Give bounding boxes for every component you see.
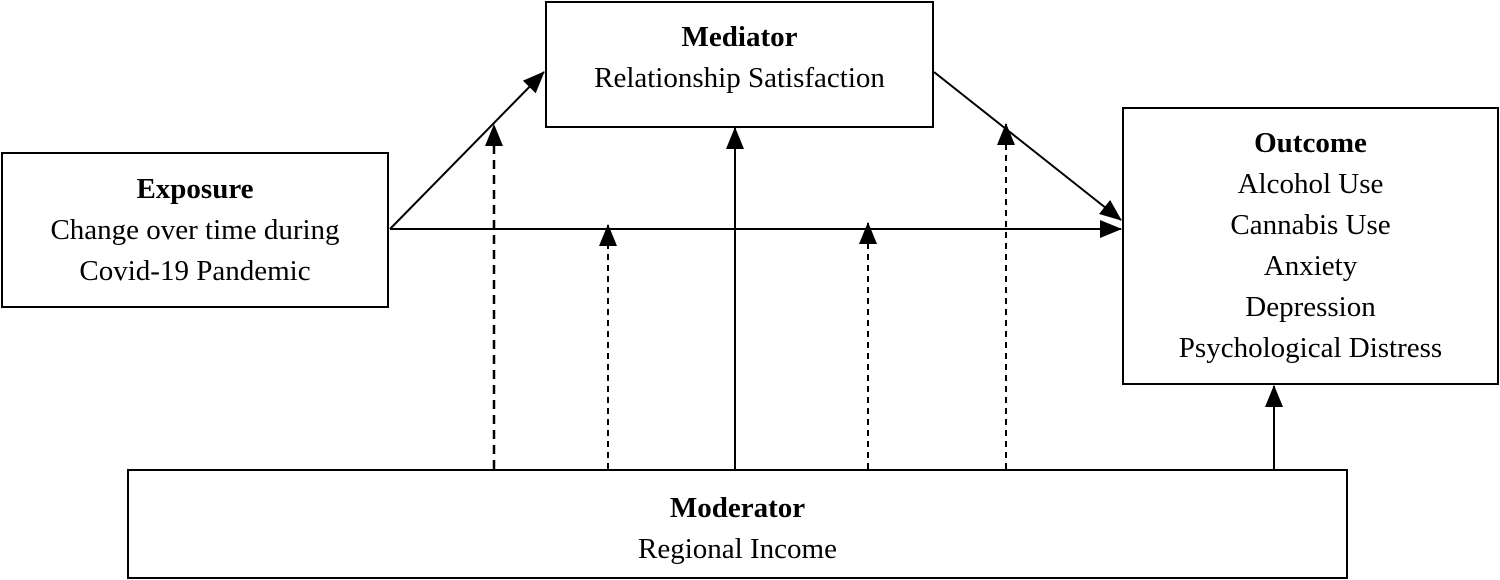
moderator-box: Moderator Regional Income (127, 469, 1348, 579)
moderator-title: Moderator (669, 492, 806, 524)
outcome-line: Depression (1245, 291, 1376, 323)
outcome-box: Outcome Alcohol Use Cannabis Use Anxiety… (1122, 107, 1499, 385)
outcome-title: Outcome (1254, 127, 1367, 159)
exposure-box: Exposure Change over time during Covid-1… (1, 152, 389, 308)
mediator-line: Relationship Satisfaction (594, 62, 885, 94)
exposure-to-mediator-arrow (389, 71, 545, 230)
exposure-title: Exposure (136, 173, 254, 205)
exposure-line: Covid-19 Pandemic (79, 255, 311, 287)
outcome-line: Alcohol Use (1237, 168, 1384, 200)
mediator-title: Mediator (681, 21, 798, 53)
outcome-line: Anxiety (1263, 250, 1358, 282)
exposure-line: Change over time during (50, 214, 340, 246)
moderator-line: Regional Income (638, 533, 837, 565)
outcome-line: Cannabis Use (1230, 209, 1391, 241)
outcome-line: Psychological Distress (1178, 332, 1443, 364)
mediator-to-outcome-arrow (933, 71, 1122, 221)
mediator-box: Mediator Relationship Satisfaction (545, 1, 934, 128)
